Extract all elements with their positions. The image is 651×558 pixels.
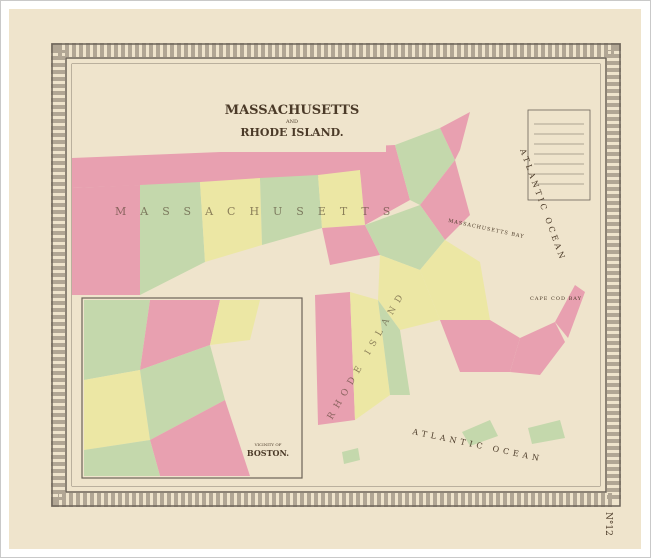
boston-inset <box>81 297 303 479</box>
state-label-massachusetts: MASSACHUSETTS <box>115 205 404 218</box>
cape-cod-bay-label: CAPE COD BAY <box>530 296 582 302</box>
massachusetts-region <box>72 112 585 375</box>
inset-title: BOSTON. <box>247 448 289 458</box>
map-title-line1: MASSACHUSETTS <box>225 103 360 118</box>
map-title-line2: RHODE ISLAND. <box>240 126 343 139</box>
rhode-island-region <box>315 292 410 425</box>
map-title-and: AND <box>285 119 298 125</box>
page-number: N°12 <box>603 512 613 536</box>
inset-title-prefix: VICINITY OF <box>254 442 282 447</box>
legend-box <box>527 109 591 201</box>
title-cartouche <box>198 92 386 152</box>
islands <box>342 420 565 464</box>
